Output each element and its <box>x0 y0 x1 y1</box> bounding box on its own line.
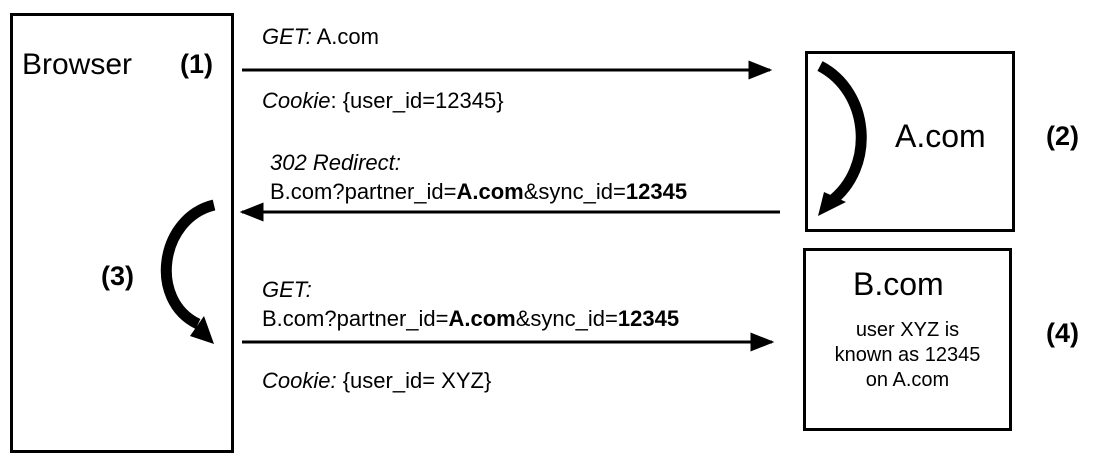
step-4-label: (4) <box>1046 318 1079 348</box>
bcom-note-line: known as 12345 <box>834 344 981 366</box>
msg3-cookie: Cookie: {user_id= XYZ} <box>262 368 491 394</box>
browser-process-curve <box>160 199 216 344</box>
msg2-url-part: B.com?partner_id= <box>270 179 457 204</box>
msg3-method: GET: <box>262 277 312 302</box>
msg1-cookie-value: : {user_id=12345} <box>330 88 504 113</box>
msg3-url-partner: A.com <box>448 306 516 331</box>
bcom-box <box>803 248 1012 431</box>
bcom-note-line: user XYZ is <box>855 319 960 341</box>
msg2-url: B.com?partner_id=A.com&sync_id=12345 <box>270 179 687 205</box>
msg2-url-part: &sync_id= <box>523 179 626 204</box>
msg3-url-part: B.com?partner_id= <box>262 306 449 331</box>
acom-label: A.com <box>895 118 986 154</box>
browser-box <box>10 13 234 453</box>
acom-process-curve <box>817 61 867 216</box>
bcom-note: user XYZ is known as 12345 on A.com <box>806 318 1009 393</box>
msg3-url-part: &sync_id= <box>515 306 618 331</box>
step-3-label: (3) <box>101 261 134 291</box>
step-1-label: (1) <box>180 49 213 79</box>
msg1-cookie: Cookie: {user_id=12345} <box>262 88 504 114</box>
msg3-url: B.com?partner_id=A.com&sync_id=12345 <box>262 306 679 332</box>
msg3-cookie-key: Cookie: <box>262 368 337 393</box>
browser-label: Browser <box>22 48 133 81</box>
msg2-status: 302 Redirect: <box>270 150 401 175</box>
step-2-label: (2) <box>1046 121 1079 151</box>
bcom-note-line: on A.com <box>865 369 950 391</box>
msg3-cookie-value: {user_id= XYZ} <box>336 368 492 393</box>
msg3-url-sync: 12345 <box>617 306 680 331</box>
msg1-cookie-key: Cookie <box>262 88 331 113</box>
msg2-url-partner: A.com <box>456 179 524 204</box>
msg1-request: GET: A.com <box>262 24 379 50</box>
msg1-method: GET: <box>262 24 312 49</box>
bcom-label: B.com <box>853 266 944 302</box>
msg2-url-sync: 12345 <box>625 179 688 204</box>
msg1-host: A.com <box>311 24 379 49</box>
